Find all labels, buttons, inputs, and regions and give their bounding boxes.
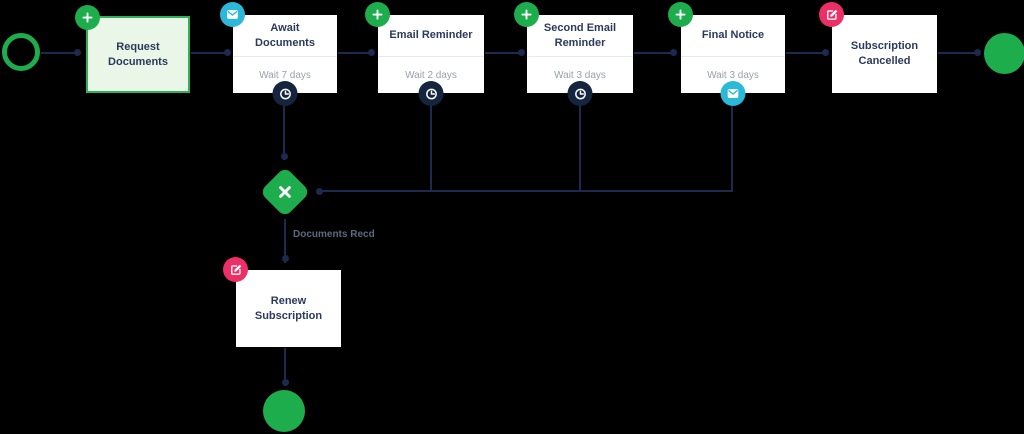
- clock-icon: [423, 86, 439, 102]
- mail-icon: [726, 86, 741, 101]
- wait-label: Wait 2 days: [405, 69, 457, 81]
- arrow-dot: [282, 379, 289, 386]
- mail-badge[interactable]: [720, 81, 746, 106]
- task-second-email-reminder[interactable]: Second Email Reminder Wait 3 days: [514, 2, 633, 106]
- plus-icon: [80, 10, 95, 25]
- wait-label: Wait 3 days: [554, 69, 606, 81]
- task-divider: [681, 56, 785, 57]
- task-email-reminder[interactable]: Email Reminder Wait 2 days: [365, 2, 484, 106]
- add-step-badge[interactable]: [668, 2, 693, 27]
- plus-icon: [519, 7, 534, 22]
- timer-badge[interactable]: [567, 81, 593, 106]
- end-event-circle[interactable]: [984, 33, 1024, 74]
- plus-icon: [370, 7, 385, 22]
- task-renew-subscription[interactable]: Renew Subscription: [223, 257, 341, 347]
- gateway-rail-line: [316, 190, 733, 192]
- arrow-dot: [974, 49, 981, 56]
- add-step-badge[interactable]: [514, 2, 539, 27]
- connector-await-email: [338, 52, 374, 54]
- arrow-dot: [670, 49, 677, 56]
- add-step-badge[interactable]: [75, 5, 100, 30]
- timer-badge[interactable]: [418, 81, 444, 106]
- end-event-circle-bottom[interactable]: [263, 390, 305, 432]
- connector-renew-end: [284, 348, 286, 386]
- wait-label: Wait 3 days: [707, 69, 759, 81]
- task-title: Final Notice: [701, 29, 765, 42]
- arrow-dot: [281, 153, 288, 160]
- task-divider: [378, 56, 484, 57]
- edit-icon: [825, 8, 839, 22]
- task-title: Second Email Reminder: [543, 21, 617, 49]
- task-title: Request Documents: [108, 40, 168, 68]
- arrow-dot: [518, 49, 525, 56]
- mail-icon: [225, 7, 240, 22]
- task-subscription-cancelled[interactable]: Subscription Cancelled: [819, 2, 937, 93]
- connector-final-gateway: [731, 105, 733, 191]
- task-divider: [527, 56, 633, 57]
- connector-email-second: [485, 52, 523, 54]
- exclusive-gateway[interactable]: [259, 166, 311, 218]
- task-request-documents[interactable]: Request Documents: [75, 5, 190, 93]
- clock-icon: [277, 86, 293, 102]
- x-cross-icon: [274, 181, 296, 203]
- arrow-dot: [368, 49, 375, 56]
- wait-label: Wait 7 days: [259, 69, 311, 81]
- edit-badge[interactable]: [223, 257, 248, 282]
- connector-final-cancelled: [786, 52, 826, 54]
- task-await-documents[interactable]: Await Documents Wait 7 days: [220, 2, 337, 106]
- arrow-dot: [316, 188, 323, 195]
- arrow-dot: [822, 49, 829, 56]
- start-event-circle[interactable]: [2, 33, 40, 71]
- task-title: Email Reminder: [389, 29, 473, 42]
- clock-icon: [572, 86, 588, 102]
- edit-badge[interactable]: [819, 2, 844, 27]
- connector-gateway-renew: [284, 219, 286, 263]
- task-title: Subscription Cancelled: [850, 40, 919, 67]
- connector-request-await: [191, 52, 229, 54]
- plus-icon: [673, 7, 688, 22]
- connector-cancelled-end: [938, 52, 978, 54]
- add-step-badge[interactable]: [365, 2, 390, 27]
- arrow-dot: [282, 255, 289, 262]
- mail-badge[interactable]: [220, 2, 245, 27]
- arrow-dot: [74, 49, 81, 56]
- edit-icon: [229, 263, 243, 277]
- task-final-notice[interactable]: Final Notice Wait 3 days: [668, 2, 785, 106]
- arrow-dot: [224, 49, 231, 56]
- task-title: Await Documents: [255, 21, 315, 49]
- connector-await-gateway: [283, 105, 285, 160]
- connector-start-request: [41, 52, 79, 54]
- connector-second-gateway: [579, 105, 581, 191]
- task-title: Renew Subscription: [254, 294, 323, 322]
- task-divider: [233, 56, 337, 57]
- connector-second-final: [634, 52, 674, 54]
- timer-badge[interactable]: [272, 81, 298, 106]
- branch-label: Documents Recd: [293, 229, 375, 240]
- connector-email-gateway: [430, 105, 432, 191]
